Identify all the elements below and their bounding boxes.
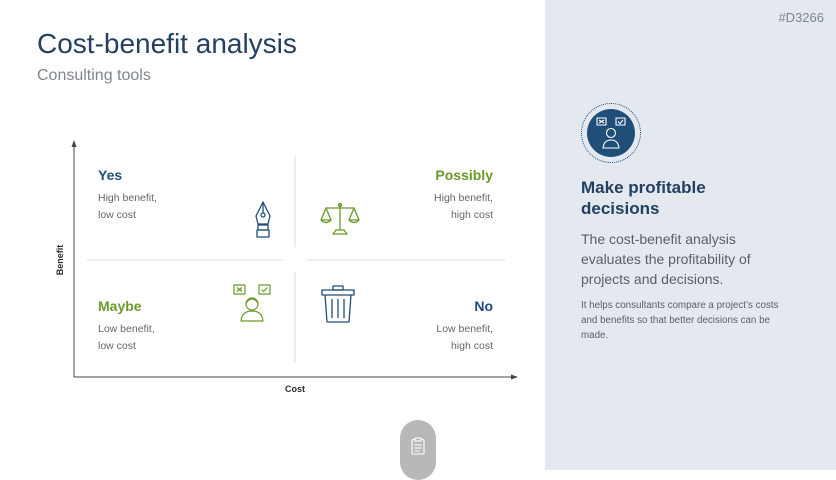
quadrant-no-line1: Low benefit, <box>436 323 493 335</box>
fountain-pen-icon <box>255 201 271 238</box>
x-axis-arrow <box>511 374 518 380</box>
quadrant-no-line2: high cost <box>450 340 493 352</box>
quadrant-yes-line2: low cost <box>98 209 136 221</box>
trash-can-icon <box>321 285 355 323</box>
quadrant-possibly-line1: High benefit, <box>434 192 493 204</box>
page-title: Cost-benefit analysis <box>37 28 297 59</box>
quadrant-yes-heading: Yes <box>98 167 123 183</box>
quadrant-maybe-desc: Low benefit, low cost <box>98 321 155 355</box>
quadrant-yes-line1: High benefit, <box>98 192 157 204</box>
quadrant-possibly-line2: high cost <box>450 209 493 221</box>
quadrant-yes-desc: High benefit, low cost <box>98 190 157 224</box>
quadrant-possibly-heading: Possibly <box>435 167 493 183</box>
quadrant-no-heading: No <box>474 298 493 314</box>
page-subtitle: Consulting tools <box>37 67 151 84</box>
panel-heading: Make profitable decisions <box>581 178 706 218</box>
x-axis-label: Cost <box>285 384 305 394</box>
y-axis-label: Benefit <box>55 244 65 276</box>
y-axis-arrow <box>71 140 77 147</box>
decision-person-icon <box>596 117 626 149</box>
quadrant-possibly-desc: High benefit, high cost <box>434 190 493 224</box>
panel-icon-circle <box>587 109 635 157</box>
quadrant-maybe-heading: Maybe <box>98 298 142 314</box>
person-choice-icon <box>233 284 271 322</box>
right-panel <box>545 0 836 470</box>
quadrant-no-desc: Low benefit, high cost <box>436 321 493 355</box>
quadrant-maybe-line1: Low benefit, <box>98 323 155 335</box>
panel-body-text: It helps consultants compare a project’s… <box>581 300 779 341</box>
panel-icon-ring <box>581 103 641 163</box>
slide-id: #D3266 <box>778 10 824 25</box>
matrix-axes <box>71 140 518 380</box>
panel-lead-text: The cost-benefit analysis evaluates the … <box>581 231 751 287</box>
scales-icon <box>320 202 360 235</box>
clipboard-icon <box>411 437 425 455</box>
quadrant-maybe-line2: low cost <box>98 340 136 352</box>
